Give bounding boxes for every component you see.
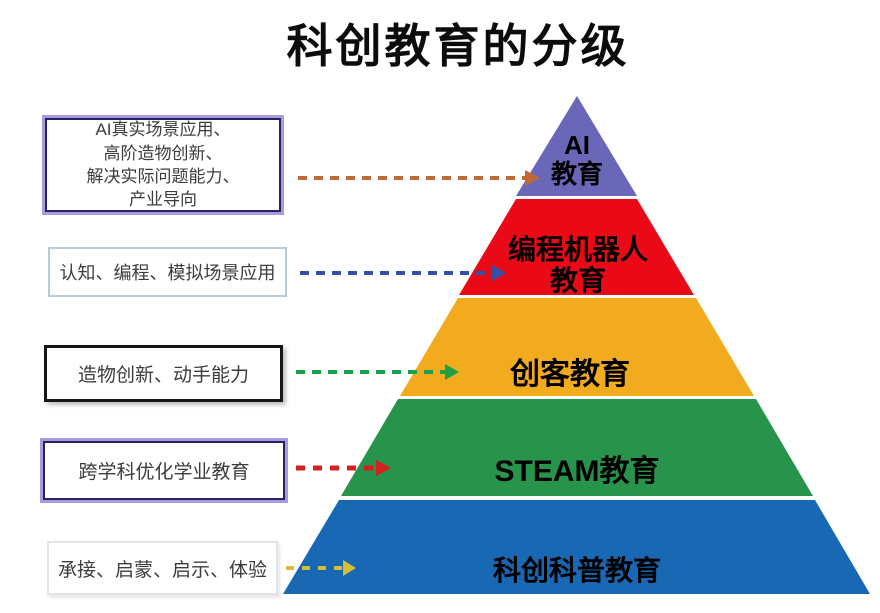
dashed-arrow-steam [296,460,391,476]
pyramid-label-steam: STEAM教育 [494,455,660,488]
pyramid-label-popular-science: 科创科普教育 [492,555,661,586]
pyramid-level-robot [459,199,694,295]
annotation-box-maker: 造物创新、动手能力 [44,345,283,402]
dashed-arrow-popular-science [286,560,356,576]
annotation-box-steam: 跨学科优化学业教育 [43,441,285,500]
pyramid-label-robot: 编程机器人 教育 [507,234,648,297]
dashed-arrow-robot [300,265,506,281]
dashed-arrow-maker [296,364,459,380]
pyramid-label-maker: 创客教育 [510,358,630,391]
pyramid-level-popular-science [283,500,870,594]
annotation-box-popular-science: 承接、启蒙、启示、体验 [47,541,278,595]
pyramid-level-ai [516,96,637,196]
page-title: 科创教育的分级 [286,21,630,72]
pyramid-label-ai: AI 教育 [550,130,603,190]
annotation-box-robot: 认知、编程、模拟场景应用 [48,247,287,297]
dashed-arrow-ai [298,170,540,186]
pyramid-level-steam [341,399,813,496]
pyramid-level-maker [400,298,754,396]
annotation-box-ai: AI真实场景应用、 高阶造物创新、 解决实际问题能力、 产业导向 [45,118,281,212]
